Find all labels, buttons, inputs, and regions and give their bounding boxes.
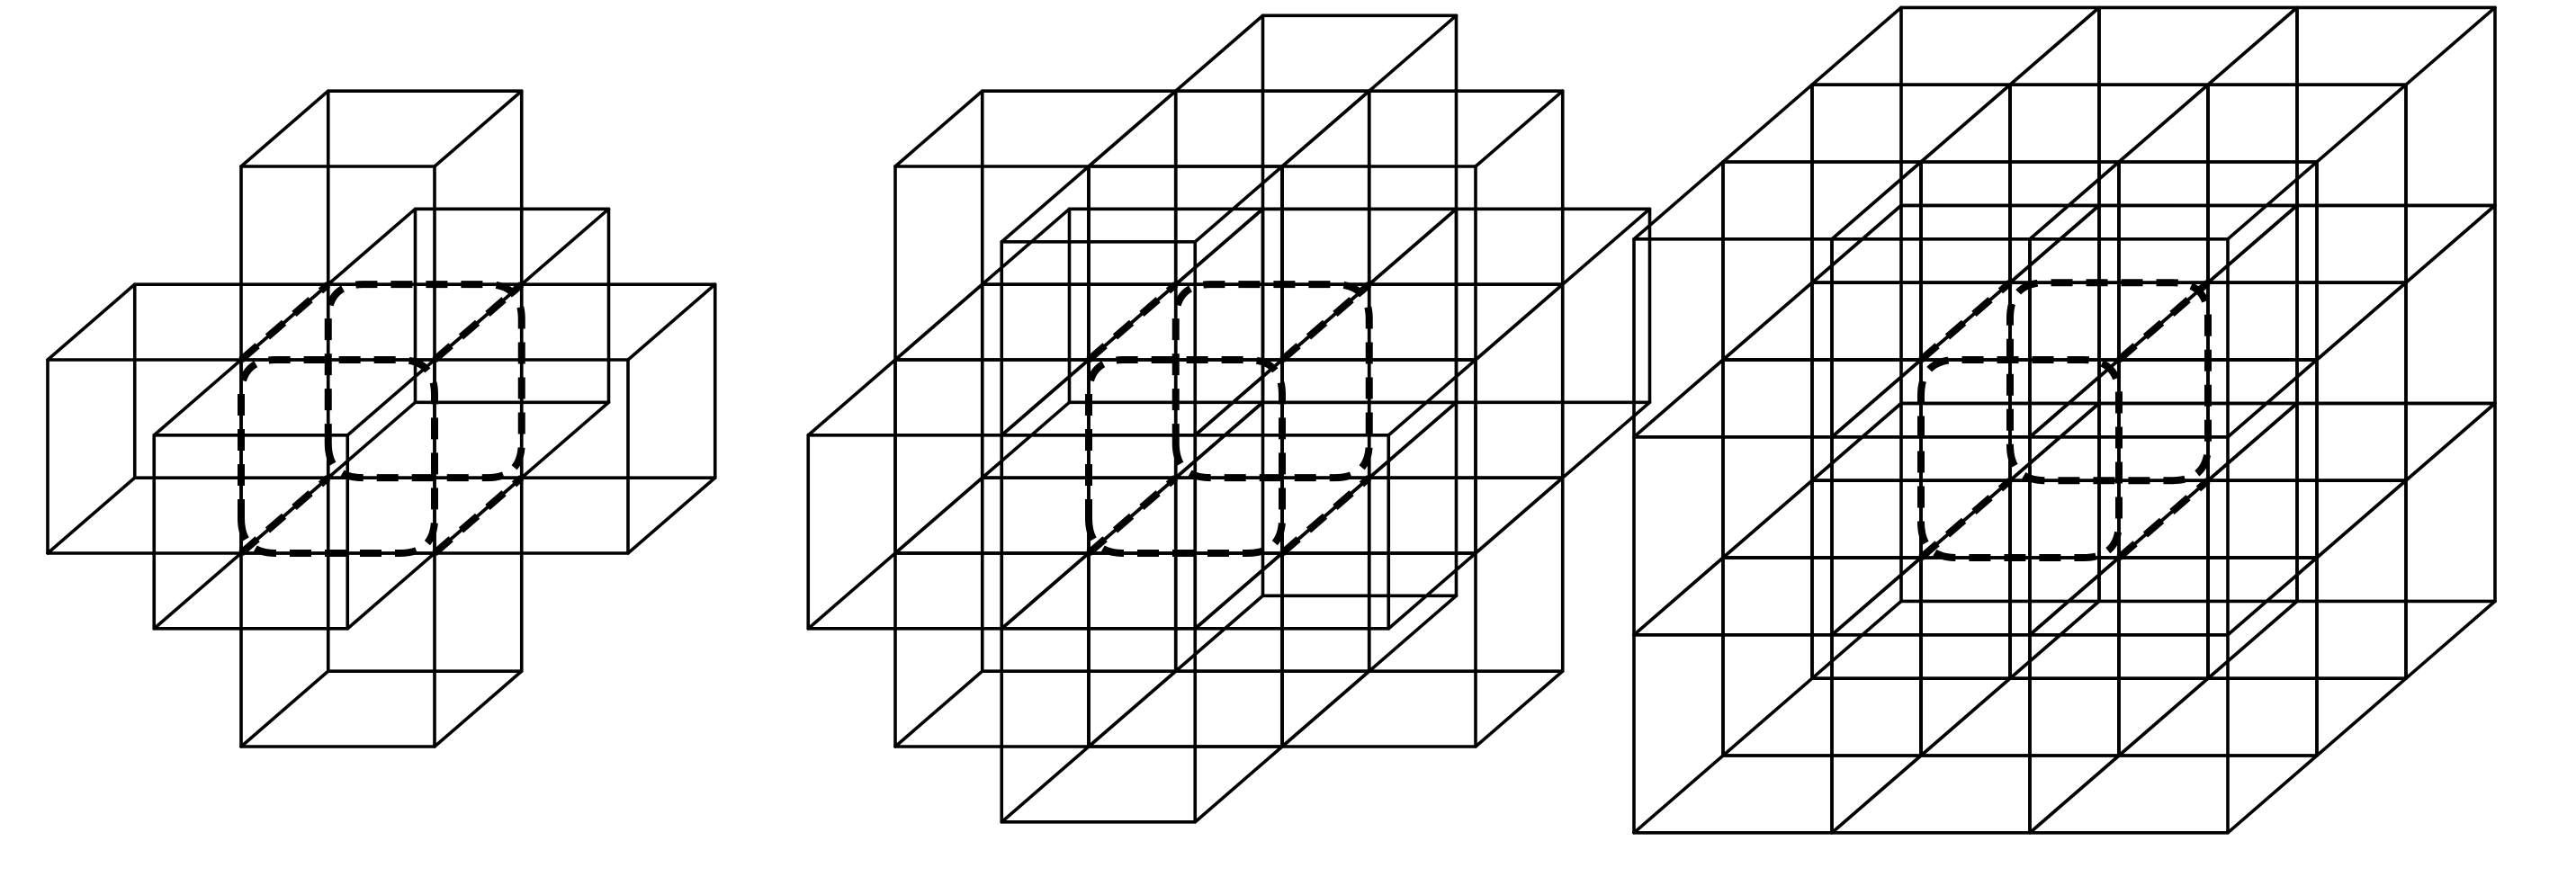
center-voxel-dashed (238, 281, 525, 557)
neighbor-voxel (1000, 165, 1284, 437)
panel-6-neighborhood (46, 89, 717, 748)
center-voxel-dashed (1085, 281, 1373, 557)
panel-18-neighborhood (806, 13, 1652, 824)
neighbor-voxel (326, 207, 611, 479)
neighbor-voxel (152, 358, 436, 631)
neighbor-voxel (2028, 160, 2319, 439)
neighbor-voxel (2117, 83, 2408, 362)
neighbor-voxel (1280, 89, 1565, 362)
panel-26-neighborhood (1632, 5, 2497, 835)
neighbor-voxel (1173, 13, 1459, 286)
neighbor-voxel (2206, 5, 2497, 285)
neighbor-voxel (1193, 358, 1477, 631)
neighbor-voxel (239, 89, 524, 362)
neighbor-voxel (46, 282, 330, 555)
center-voxel-dashed (1917, 279, 2212, 561)
